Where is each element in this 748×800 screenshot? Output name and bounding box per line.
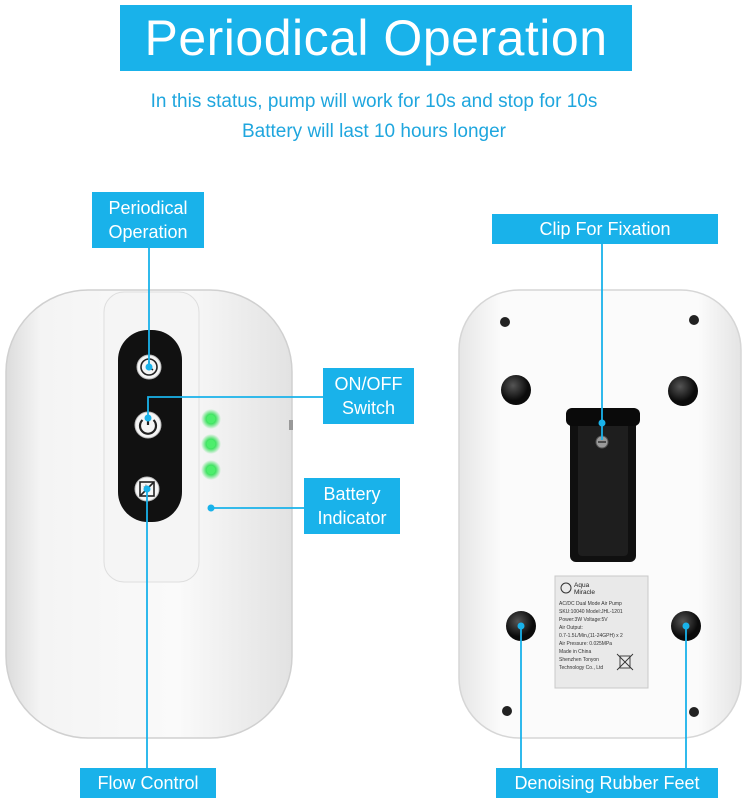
callout-clip-for-fixation-label: Clip For Fixation	[539, 218, 671, 239]
back-device: Aqua Miracle AC/DC Dual Mode Air Pump SK…	[458, 289, 742, 739]
callout-on-off-switch: ON/OFF Switch	[323, 368, 414, 424]
callout-periodical-operation-label: Periodical Operation	[108, 197, 188, 242]
belt-clip	[566, 408, 640, 562]
callout-flow-control: Flow Control	[80, 768, 216, 798]
label-line-2: SKU:10040 Model:JHL-1201	[559, 609, 623, 615]
recycle-bin-icon	[616, 653, 634, 671]
callout-flow-control-label: Flow Control	[97, 772, 199, 793]
page-title: Periodical Operation	[120, 5, 632, 71]
callout-battery-indicator: Battery Indicator	[304, 478, 400, 534]
subtitle-line-1: In this status, pump will work for 10s a…	[150, 91, 598, 112]
label-line-6: Air Pressure: 0.025MPa	[559, 641, 612, 647]
label-line-4: Air Output:	[559, 625, 583, 631]
callout-on-off-switch-label: ON/OFF Switch	[334, 373, 403, 418]
label-line-5: 0.7-1.5L/Min,(11-24GPH) x 2	[559, 633, 623, 639]
label-line-7: Made in China	[559, 649, 591, 655]
label-brand-1: Aqua	[574, 582, 590, 589]
callout-clip-for-fixation: Clip For Fixation	[492, 214, 718, 244]
front-device: +	[5, 289, 293, 739]
label-brand-2: Miracle	[574, 589, 595, 596]
label-line-3: Power:3W Voltage:5V	[559, 617, 608, 623]
connector-dots	[143, 363, 690, 630]
callout-battery-indicator-label: Battery Indicator	[317, 483, 387, 528]
power-icon[interactable]	[134, 411, 162, 439]
label-line-1: AC/DC Dual Mode Air Pump	[559, 601, 622, 607]
battery-leds	[201, 409, 221, 480]
connector-lines	[146, 244, 687, 768]
callout-denoising-rubber-feet-label: Denoising Rubber Feet	[514, 772, 700, 793]
callout-periodical-operation: Periodical Operation	[92, 192, 204, 248]
label-line-8: Shenzhen Tonyon	[559, 657, 599, 663]
callout-denoising-rubber-feet: Denoising Rubber Feet	[496, 768, 718, 798]
label-line-9: Technology Co., Ltd	[559, 665, 603, 671]
subtitle-line-2: Battery will last 10 hours longer	[241, 121, 506, 142]
product-label: Aqua Miracle AC/DC Dual Mode Air Pump SK…	[554, 575, 649, 689]
